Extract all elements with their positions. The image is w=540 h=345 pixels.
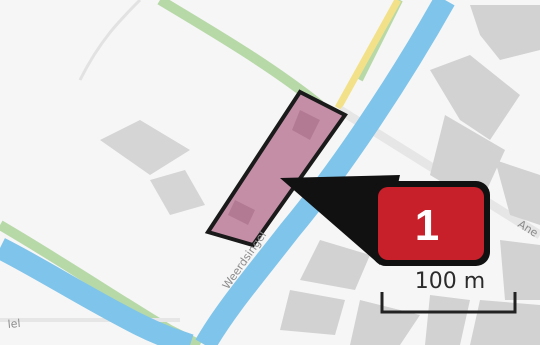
scale-bar	[380, 292, 517, 314]
buildings-left	[100, 120, 205, 215]
parcel-inner-building-2	[228, 200, 255, 225]
scale-bar-label: 100 m	[415, 269, 485, 294]
parcel-inner-building	[292, 110, 320, 140]
street-label-bottom-left: lel	[7, 317, 21, 331]
road-thin-1	[78, 0, 142, 81]
yellow-road	[334, 0, 402, 110]
canal-main	[195, 0, 455, 345]
marker-pointer	[280, 175, 400, 265]
marker-box[interactable]	[378, 187, 484, 260]
canal-branch	[0, 238, 194, 345]
buildings-right	[280, 5, 540, 345]
marker-number: 1	[415, 201, 439, 250]
